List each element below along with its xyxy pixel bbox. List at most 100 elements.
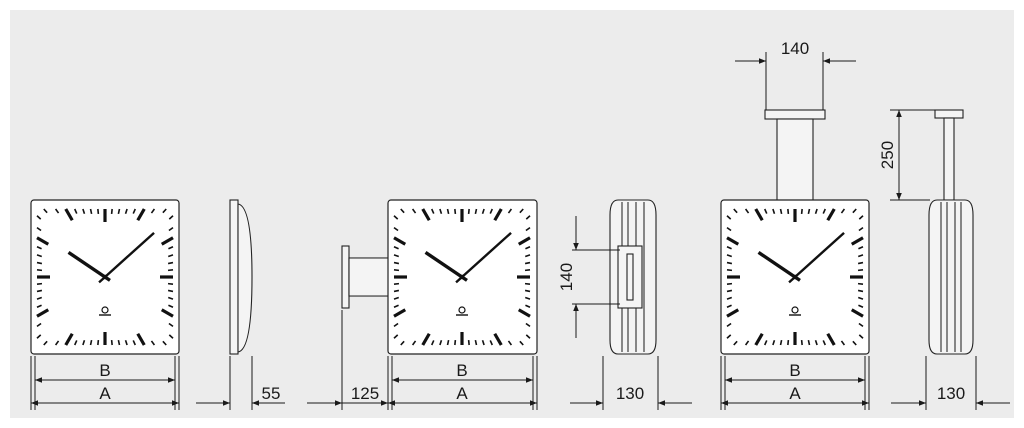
- minute-mark: [779, 339, 783, 346]
- dim-a-label: A: [456, 384, 468, 403]
- minute-mark: [763, 208, 768, 214]
- clock-ceiling-front: [720, 109, 870, 355]
- minute-mark: [117, 208, 121, 215]
- minute-mark: [858, 245, 864, 250]
- minute-mark: [840, 208, 846, 214]
- minute-mark: [787, 339, 790, 346]
- minute-mark: [467, 208, 470, 215]
- clock-logo-icon: [456, 306, 468, 316]
- bracket-arm-outline: [348, 257, 390, 297]
- minute-mark: [393, 269, 400, 272]
- minute-mark: [807, 339, 811, 346]
- minute-mark: [726, 215, 732, 220]
- minute-hand: [788, 231, 845, 284]
- clock-wall-side: [229, 199, 253, 355]
- hour-mark: [754, 208, 764, 222]
- minute-mark: [726, 245, 732, 250]
- minute-mark: [763, 340, 768, 346]
- side-body: [928, 199, 974, 355]
- hour-mark: [826, 332, 836, 346]
- minute-mark: [519, 340, 524, 346]
- minute-mark: [822, 340, 827, 346]
- minute-mark: [814, 208, 818, 215]
- minute-mark: [82, 339, 86, 346]
- minute-mark: [36, 261, 43, 265]
- logo-ring: [791, 306, 799, 314]
- minute-mark: [400, 208, 405, 214]
- minute-mark: [82, 208, 86, 215]
- ceiling-rod: [943, 117, 955, 201]
- minute-mark: [393, 334, 399, 339]
- minute-mark: [167, 254, 174, 258]
- ceiling-column: [776, 118, 814, 202]
- hour-hand: [424, 250, 468, 282]
- minute-mark: [840, 340, 846, 346]
- minute-mark: [524, 289, 531, 293]
- hour-mark: [726, 236, 740, 246]
- dim-a-label: A: [789, 384, 801, 403]
- minute-mark: [89, 339, 93, 346]
- minute-mark: [36, 226, 42, 232]
- minute-mark: [807, 208, 811, 215]
- minute-mark: [857, 282, 864, 285]
- minute-mark: [474, 208, 478, 215]
- bracket-plate: [341, 245, 350, 309]
- minute-mark: [393, 289, 400, 293]
- hand-pivot: [459, 274, 465, 280]
- minute-mark: [162, 208, 167, 214]
- clock-logo-icon: [789, 306, 801, 316]
- clock-bracket-side: [609, 199, 657, 355]
- minute-mark: [858, 226, 864, 232]
- hour-mark: [160, 236, 174, 246]
- dim-a-label: A: [99, 384, 111, 403]
- minute-mark: [168, 334, 174, 339]
- minute-mark: [481, 339, 485, 346]
- minute-mark: [733, 340, 738, 346]
- minute-mark: [430, 340, 435, 346]
- minute-mark: [167, 289, 174, 293]
- minute-mark: [168, 304, 174, 309]
- minute-mark: [524, 296, 531, 300]
- minute-mark: [167, 282, 174, 285]
- minute-mark: [36, 289, 43, 293]
- minute-mark: [787, 208, 790, 215]
- hour-mark: [393, 308, 407, 318]
- minute-mark: [489, 340, 494, 346]
- minute-mark: [36, 245, 42, 250]
- minute-mark: [43, 340, 48, 346]
- minute-mark: [858, 304, 864, 309]
- minute-mark: [393, 282, 400, 285]
- dimensions: B A 55 125 B A: [30, 39, 1010, 410]
- minute-mark: [36, 282, 43, 285]
- side-plate: [229, 199, 239, 355]
- minute-mark: [507, 340, 513, 346]
- minute-mark: [110, 339, 113, 346]
- minute-mark: [857, 289, 864, 293]
- minute-mark: [519, 208, 524, 214]
- minute-mark: [726, 261, 733, 265]
- minute-mark: [36, 296, 43, 300]
- minute-mark: [814, 339, 818, 346]
- minute-mark: [467, 339, 470, 346]
- minute-mark: [772, 208, 776, 215]
- minute-mark: [525, 245, 531, 250]
- minute-mark: [726, 282, 733, 285]
- hour-mark: [493, 332, 503, 346]
- dim-b-label: B: [99, 361, 110, 380]
- minute-mark: [524, 282, 531, 285]
- minute-mark: [525, 322, 531, 328]
- minute-mark: [726, 289, 733, 293]
- hand-pivot: [102, 274, 108, 280]
- minute-mark: [858, 215, 864, 220]
- minute-mark: [168, 226, 174, 232]
- hour-mark: [850, 236, 864, 246]
- logo-ring: [101, 306, 109, 314]
- dim-depth-label: 130: [616, 384, 644, 403]
- minute-mark: [167, 269, 174, 272]
- minute-mark: [726, 322, 732, 328]
- minute-mark: [167, 261, 174, 265]
- minute-mark: [89, 208, 93, 215]
- minute-mark: [726, 254, 733, 258]
- minute-mark: [150, 340, 156, 346]
